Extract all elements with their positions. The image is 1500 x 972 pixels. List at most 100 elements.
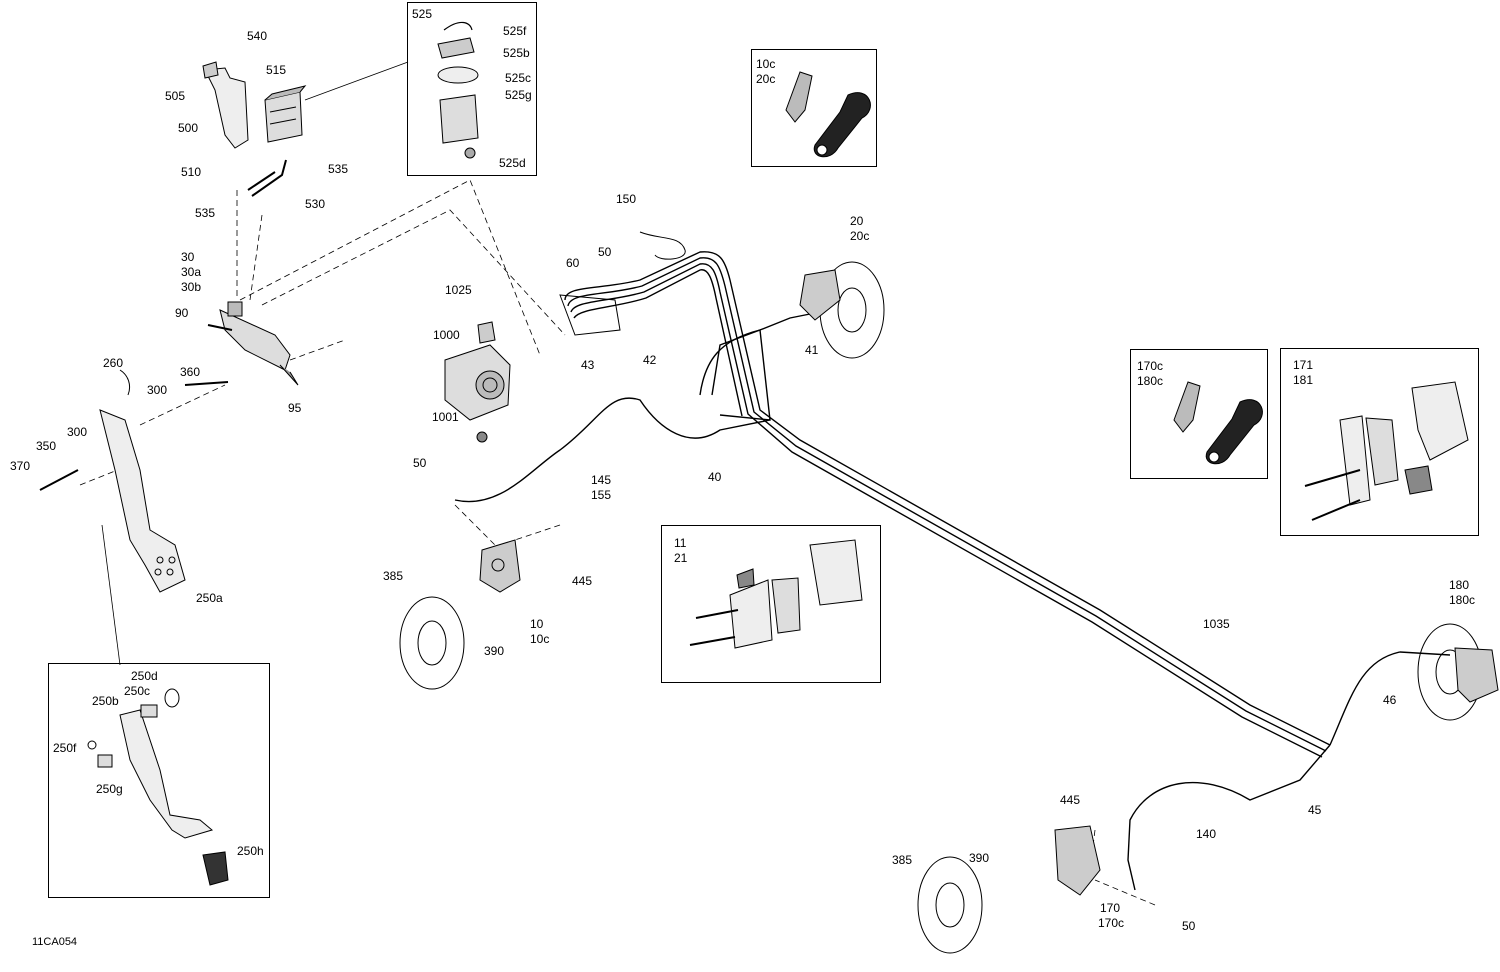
callout-46: 46 [1383, 693, 1397, 707]
callout-250c: 250c [124, 684, 151, 698]
brake-pedal [39, 369, 229, 593]
front-pad-box: 11 21 [661, 525, 881, 683]
callout-1001: 1001 [432, 410, 459, 424]
rear-left-caliper [1054, 825, 1101, 896]
box-label-20c: 20c [756, 72, 776, 86]
callout-525f: 525f [503, 24, 527, 38]
callout-390: 390 [484, 644, 505, 658]
callout-30: 30 [181, 250, 195, 264]
callout-170c: 170c [1098, 916, 1125, 930]
callout-445: 445 [572, 574, 593, 588]
front-left-disc [399, 596, 465, 690]
callout-510: 510 [181, 165, 202, 179]
callout-250d: 250d [131, 669, 158, 683]
callout-250f: 250f [53, 741, 77, 755]
reservoir-parts [437, 21, 479, 159]
callout-540: 540 [247, 29, 268, 43]
callout-390: 390 [969, 851, 990, 865]
callout-20: 20 [850, 214, 864, 228]
pedal-detail-parts [87, 688, 229, 886]
callout-50: 50 [1182, 919, 1196, 933]
callout-505: 505 [165, 89, 186, 103]
callout-385: 385 [892, 853, 913, 867]
callout-300: 300 [147, 383, 168, 397]
callout-535: 535 [195, 206, 216, 220]
callout-525c: 525c [505, 71, 532, 85]
callout-250b: 250b [92, 694, 119, 708]
rear-pad-box: 171 181 [1280, 348, 1479, 536]
callout-300: 300 [67, 425, 88, 439]
callout-260: 260 [103, 356, 124, 370]
callout-10c: 10c [530, 632, 550, 646]
brake-line-45 [1127, 744, 1331, 891]
callout-170: 170 [1100, 901, 1121, 915]
callout-60: 60 [566, 256, 580, 270]
callout-20c: 20c [850, 229, 870, 243]
callout-40: 40 [708, 470, 722, 484]
callout-30a: 30a [181, 265, 202, 279]
brake-line-bundle [559, 251, 1331, 758]
reservoir [264, 85, 307, 143]
front-bleeder-kit [785, 71, 871, 158]
brake-line-46 [1329, 651, 1451, 746]
callout-95: 95 [288, 401, 302, 415]
callout-1035: 1035 [1203, 617, 1230, 631]
callout-525b: 525b [503, 46, 530, 60]
callout-30b: 30b [181, 280, 202, 294]
reservoir-bracket [202, 61, 249, 149]
callout-42: 42 [643, 353, 657, 367]
callout-525d: 525d [499, 156, 526, 170]
box-label-10c: 10c [756, 57, 776, 71]
callout-350: 350 [36, 439, 57, 453]
callout-180c: 180c [1449, 593, 1476, 607]
pedal-detail-box: 250d 250c 250b 250f 250g 250h [48, 663, 270, 898]
box-label-180c: 180c [1137, 374, 1164, 388]
rear-bleeder-box: 170c 180c [1130, 349, 1268, 479]
reservoir-box: 525 [407, 2, 537, 176]
abs-module [444, 321, 511, 443]
rear-bleeder-kit [1173, 381, 1263, 465]
box-label-11: 11 [674, 536, 687, 550]
box-label-525: 525 [412, 7, 433, 21]
master-cylinder [207, 301, 299, 386]
callout-250h: 250h [237, 844, 264, 858]
callout-150: 150 [616, 192, 637, 206]
callout-140: 140 [1196, 827, 1217, 841]
callout-500: 500 [178, 121, 199, 135]
front-right-disc [799, 261, 885, 359]
box-label-181: 181 [1293, 373, 1314, 387]
callout-1025: 1025 [445, 283, 472, 297]
callout-155: 155 [591, 488, 612, 502]
brake-line-40 [454, 397, 771, 503]
document-code: 11CA054 [32, 936, 78, 948]
callout-1000: 1000 [433, 328, 460, 342]
callout-50: 50 [413, 456, 427, 470]
callout-360: 360 [180, 365, 201, 379]
callout-90: 90 [175, 306, 189, 320]
callout-530: 530 [305, 197, 326, 211]
callout-250a: 250a [196, 591, 223, 605]
callout-45: 45 [1308, 803, 1322, 817]
front-pad-kit [689, 539, 863, 649]
wheel-sensor-150 [639, 231, 686, 260]
callout-515: 515 [266, 63, 287, 77]
callout-145: 145 [591, 473, 612, 487]
callout-385: 385 [383, 569, 404, 583]
front-left-caliper [479, 539, 521, 593]
front-bleeder-box: 10c 20c [751, 49, 877, 167]
callout-41: 41 [805, 343, 819, 357]
rear-left-disc [917, 856, 983, 954]
callout-445: 445 [1060, 793, 1081, 807]
box-label-170c: 170c [1137, 359, 1164, 373]
callout-370: 370 [10, 459, 31, 473]
callout-10: 10 [530, 617, 544, 631]
box-label-21: 21 [674, 551, 688, 565]
box-label-171: 171 [1293, 358, 1314, 372]
callout-250g: 250g [96, 782, 123, 796]
rear-right-disc [1417, 623, 1499, 721]
callout-50: 50 [598, 245, 612, 259]
callout-43: 43 [581, 358, 595, 372]
callout-535: 535 [328, 162, 349, 176]
callout-180: 180 [1449, 578, 1470, 592]
